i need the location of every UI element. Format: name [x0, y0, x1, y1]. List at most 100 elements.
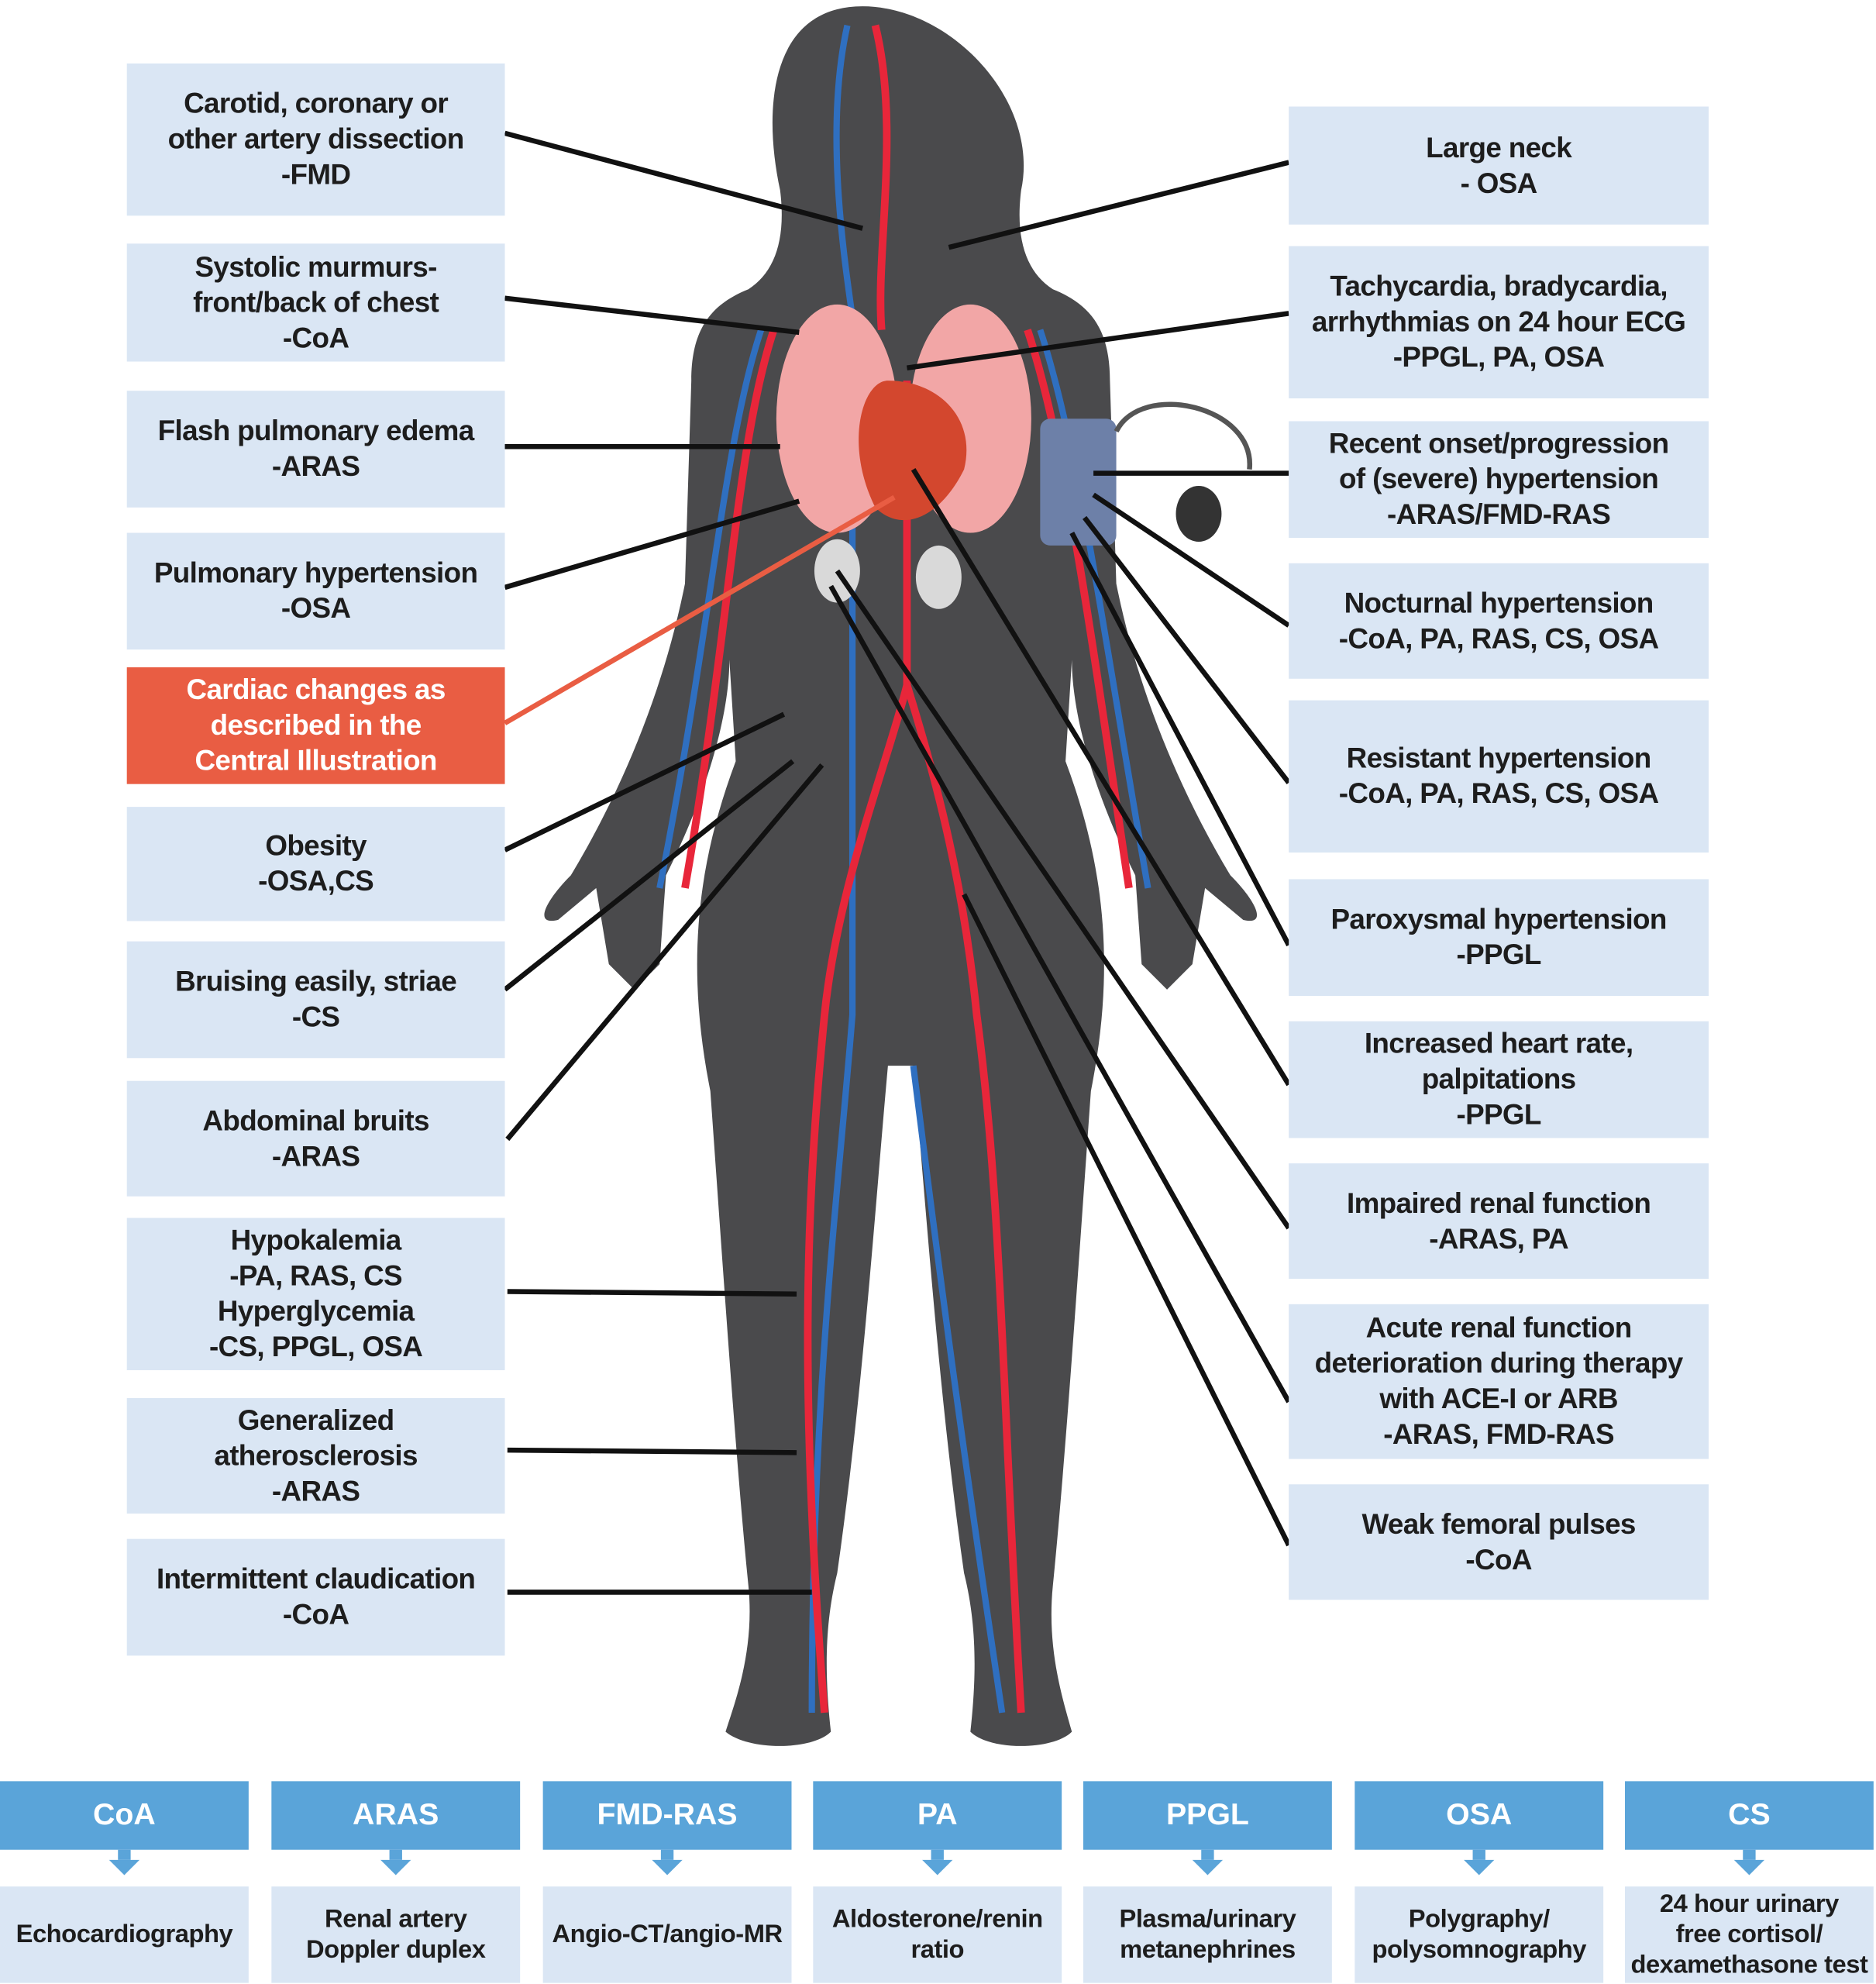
finding-text-line: -PPGL, PA, OSA	[1392, 341, 1605, 374]
finding-box: Pulmonary hypertension-OSA	[126, 532, 505, 650]
finding-text-line: Recent onset/progression	[1328, 427, 1669, 460]
finding-text-line: Intermittent claudication	[156, 1562, 476, 1595]
test-text-line: Polygraphy/	[1408, 1905, 1551, 1934]
finding-text-line: described in the	[210, 709, 422, 742]
finding-box: Intermittent claudication-CoA	[126, 1538, 505, 1656]
condition-header-aras: ARAS	[271, 1781, 521, 1850]
finding-text-line: -CoA, PA, RAS, CS, OSA	[1338, 777, 1659, 810]
finding-text-line: -FMD	[281, 158, 351, 191]
finding-box: Systolic murmurs-front/back of chest-CoA	[126, 243, 505, 362]
finding-text-line: Systolic murmurs-	[194, 250, 437, 283]
finding-text-line: of (severe) hypertension	[1339, 463, 1659, 495]
finding-text-line: front/back of chest	[193, 286, 439, 319]
condition-header-coa: CoA	[0, 1781, 249, 1850]
veins	[656, 24, 1151, 1714]
finding-text-line: -PA, RAS, CS	[229, 1259, 402, 1292]
test-text-line: Plasma/urinary	[1119, 1905, 1296, 1934]
finding-text-line: -CS, PPGL, OSA	[208, 1331, 423, 1363]
finding-text-line: Obesity	[265, 829, 367, 862]
arteries	[681, 24, 1133, 1714]
finding-text-line: Cardiac changes as	[186, 673, 446, 706]
test-box: Polygraphy/polysomnography	[1355, 1886, 1604, 1983]
finding-box: Nocturnal hypertension-CoA, PA, RAS, CS,…	[1289, 563, 1709, 679]
finding-text-line: - OSA	[1460, 167, 1538, 199]
finding-text-line: Impaired renal function	[1347, 1187, 1651, 1219]
finding-text-line: -ARAS	[271, 1139, 360, 1172]
finding-box: Tachycardia, bradycardia,arrhythmias on …	[1289, 246, 1709, 399]
finding-text-line: -CS	[291, 1001, 340, 1033]
test-text-line: free cortisol/	[1675, 1920, 1823, 1949]
finding-text-line: Central Illustration	[194, 744, 437, 777]
test-text-line: Aldosterone/renin	[831, 1905, 1043, 1934]
finding-text-line: arrhythmias on 24 hour ECG	[1311, 305, 1686, 338]
test-text-line: dexamethasone test	[1630, 1951, 1868, 1979]
condition-header-fmd-ras: FMD-RAS	[542, 1781, 792, 1850]
finding-text-line: -PPGL	[1456, 939, 1541, 971]
test-box: Echocardiography	[0, 1886, 249, 1983]
test-text-line: Echocardiography	[15, 1920, 233, 1949]
finding-box: Impaired renal function-ARAS, PA	[1289, 1163, 1709, 1280]
finding-text-line: -CoA	[1465, 1543, 1532, 1576]
test-text-line: metanephrines	[1120, 1936, 1296, 1965]
condition-header-osa: OSA	[1355, 1781, 1604, 1850]
highlight-connector	[503, 494, 896, 725]
finding-box: Large neck- OSA	[1289, 106, 1709, 225]
finding-text-line: with ACE-I or ARB	[1379, 1383, 1618, 1415]
finding-box: Bruising easily, striae -CS	[126, 941, 505, 1059]
finding-text-line: Increased heart rate,	[1364, 1027, 1633, 1059]
test-text-line: Renal artery	[325, 1905, 467, 1934]
finding-text-line: -OSA,CS	[258, 865, 374, 897]
heart	[859, 381, 967, 521]
finding-text-line: other artery dissection	[167, 122, 465, 155]
finding-text-line: atherosclerosis	[214, 1439, 418, 1472]
finding-text-line: Bruising easily, striae	[175, 965, 457, 997]
finding-box: Abdominal bruits-ARAS	[126, 1080, 505, 1197]
connector-lines	[503, 130, 1292, 1595]
finding-text-line: Hypokalemia	[230, 1224, 402, 1256]
finding-text-line: -ARAS, FMD-RAS	[1383, 1418, 1614, 1451]
finding-text-line: -OSA	[281, 592, 351, 625]
condition-header-cs: CS	[1624, 1781, 1874, 1850]
finding-box: Increased heart rate, palpitations-PPGL	[1289, 1021, 1709, 1138]
finding-text-line: -PPGL	[1456, 1098, 1541, 1131]
finding-text-line: -ARAS	[271, 1475, 360, 1507]
finding-text-line: -CoA	[282, 321, 349, 353]
finding-text-line: Tachycardia, bradycardia,	[1330, 270, 1668, 302]
finding-text-line: palpitations	[1421, 1063, 1577, 1095]
finding-text-line: -ARAS	[271, 450, 360, 483]
finding-text-line: Hyperglycemia	[217, 1295, 415, 1328]
finding-box: Paroxysmal hypertension -PPGL	[1289, 879, 1709, 997]
finding-box: Resistant hypertension-CoA, PA, RAS, CS,…	[1289, 700, 1709, 853]
finding-text-line: Acute renal function	[1365, 1311, 1633, 1344]
condition-header-ppgl: PPGL	[1083, 1781, 1332, 1850]
finding-text-line: Paroxysmal hypertension	[1330, 903, 1667, 935]
finding-box: Obesity-OSA,CS	[126, 807, 505, 921]
test-text-line: 24 hour urinary	[1659, 1890, 1839, 1919]
finding-box: Flash pulmonary edema-ARAS	[126, 391, 505, 508]
finding-text-line: Generalized	[237, 1404, 394, 1436]
finding-text-line: Large neck	[1426, 131, 1572, 164]
finding-text-line: -CoA, PA, RAS, CS, OSA	[1338, 622, 1659, 654]
condition-header-pa: PA	[813, 1781, 1062, 1850]
finding-box: Weak femoral pulses-CoA	[1289, 1484, 1709, 1600]
finding-text-line: Pulmonary hypertension	[153, 556, 478, 589]
finding-text-line: -ARAS, PA	[1429, 1222, 1568, 1255]
finding-text-line: Nocturnal hypertension	[1344, 587, 1654, 619]
finding-text-line: -ARAS/FMD-RAS	[1387, 498, 1611, 531]
test-box: Angio-CT/angio-MR	[542, 1886, 792, 1983]
finding-text-line: deterioration during therapy	[1314, 1347, 1684, 1380]
test-text-line: polysomnography	[1372, 1936, 1587, 1965]
finding-text-line: -CoA	[282, 1598, 349, 1631]
finding-text-line: Resistant hypertension	[1346, 742, 1652, 774]
